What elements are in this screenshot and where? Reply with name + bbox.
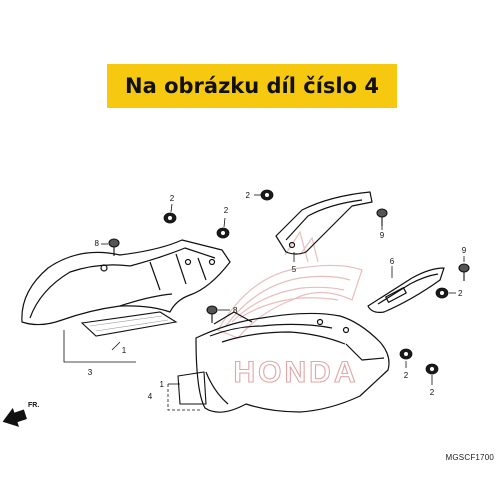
front-direction-arrow: FR. — [2, 402, 39, 427]
right-small-cover — [367, 267, 445, 313]
lower-inner-panel — [177, 371, 207, 405]
upper-right-cover — [275, 191, 373, 255]
callouts: 2 2 2 8 8 9 9 2 2 2 5 6 1 3 1 4 — [88, 191, 467, 401]
fastener-9-upper — [376, 208, 388, 226]
callout-1: 1 — [122, 346, 127, 355]
callout-2: 2 — [246, 191, 251, 200]
diagram-code: MGSCF1700 — [445, 453, 494, 462]
callout-3: 3 — [88, 368, 93, 377]
callout-4: 4 — [148, 392, 153, 401]
callout-2: 2 — [224, 206, 229, 215]
banner-text: Na obrázku díl číslo 4 — [125, 74, 379, 98]
left-inner-panel — [80, 311, 178, 337]
direction-label: FR. — [28, 402, 39, 409]
callout-2: 2 — [170, 194, 175, 203]
leader-lines — [63, 194, 465, 411]
honda-watermark-text: HONDA — [234, 356, 359, 389]
lower-main-cover — [195, 311, 390, 413]
callout-2: 2 — [404, 371, 409, 380]
callout-2: 2 — [458, 289, 463, 298]
highlight-banner: Na obrázku díl číslo 4 — [107, 64, 397, 108]
callout-8: 8 — [233, 306, 238, 315]
callout-9: 9 — [380, 231, 385, 240]
fastener-8-lower — [206, 305, 218, 323]
callout-6: 6 — [390, 257, 395, 266]
callout-9: 9 — [462, 246, 467, 255]
fastener-8-upper — [108, 238, 120, 256]
fastener-9-right — [458, 263, 470, 281]
callout-5: 5 — [292, 265, 297, 274]
fasteners — [108, 208, 470, 323]
callout-2: 2 — [430, 388, 435, 397]
left-side-cover — [21, 239, 231, 326]
callout-8: 8 — [95, 239, 100, 248]
callout-1: 1 — [160, 380, 165, 389]
